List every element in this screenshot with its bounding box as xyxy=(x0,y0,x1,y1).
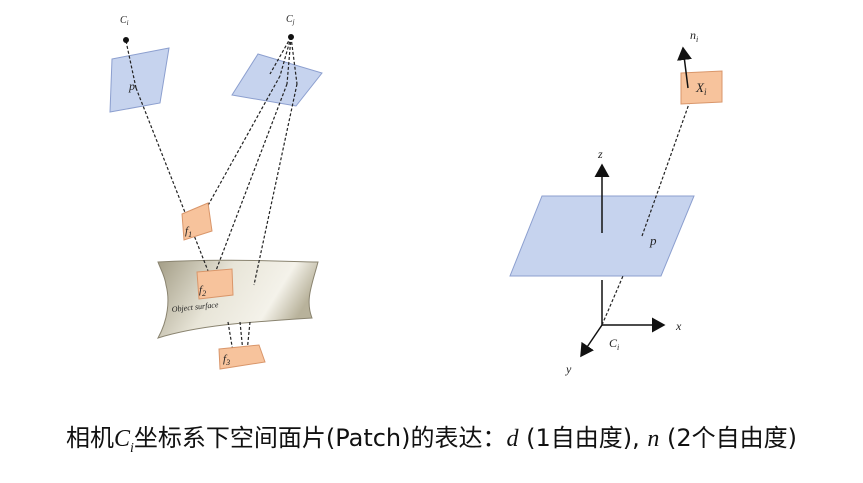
camera-j-center xyxy=(288,34,294,40)
caption: 相机Ci坐标系下空间面片(Patch)的表达：d (1自由度), n (2个自由… xyxy=(0,418,863,457)
projection-lines xyxy=(125,36,298,353)
caption-camera-sub: i xyxy=(129,440,134,456)
axis-x-label: x xyxy=(675,319,682,333)
camera-i-label: Ci xyxy=(120,15,129,27)
feature-patch-f3 xyxy=(218,344,266,370)
camera-j-label: Cj xyxy=(286,14,295,26)
plane-patch-p xyxy=(509,195,695,277)
normal-label: ni xyxy=(690,28,698,44)
plane-p-label: p xyxy=(649,233,657,248)
ray-origin-to-plane xyxy=(601,275,624,326)
right-figure: ni Xi z p x y Ci xyxy=(509,28,723,376)
origin-label: Ci xyxy=(609,336,619,352)
point-patch-xi xyxy=(680,70,723,105)
axis-y xyxy=(580,324,603,358)
normal-vector xyxy=(677,46,692,89)
feature-f3-label: f3 xyxy=(223,353,230,367)
caption-d-desc: (1自由度), xyxy=(518,424,648,452)
caption-n-desc: (2个自由度) xyxy=(659,424,798,452)
patch-camera-j xyxy=(231,53,323,107)
ray-plane-to-x xyxy=(641,100,691,237)
patch-p-label-left: p xyxy=(128,79,135,93)
left-figure: Object surface Ci xyxy=(109,14,323,370)
feature-patch-f1 xyxy=(181,202,213,241)
axis-z-label: z xyxy=(597,147,603,161)
caption-n: n xyxy=(647,426,660,452)
feature-f2-label: f2 xyxy=(199,284,206,298)
feature-f1-label: f1 xyxy=(185,225,192,239)
caption-middle: 坐标系下空间面片(Patch)的表达： xyxy=(133,424,507,452)
patch-p-left xyxy=(109,47,170,113)
object-surface xyxy=(156,259,319,339)
feature-patch-f2 xyxy=(196,268,234,300)
axis-y-label: y xyxy=(565,362,572,376)
caption-prefix: 相机 xyxy=(65,424,114,452)
camera-i-center xyxy=(123,37,129,43)
caption-camera: C xyxy=(113,426,130,452)
caption-d: d xyxy=(506,426,519,452)
point-xi-label: Xi xyxy=(695,80,707,97)
